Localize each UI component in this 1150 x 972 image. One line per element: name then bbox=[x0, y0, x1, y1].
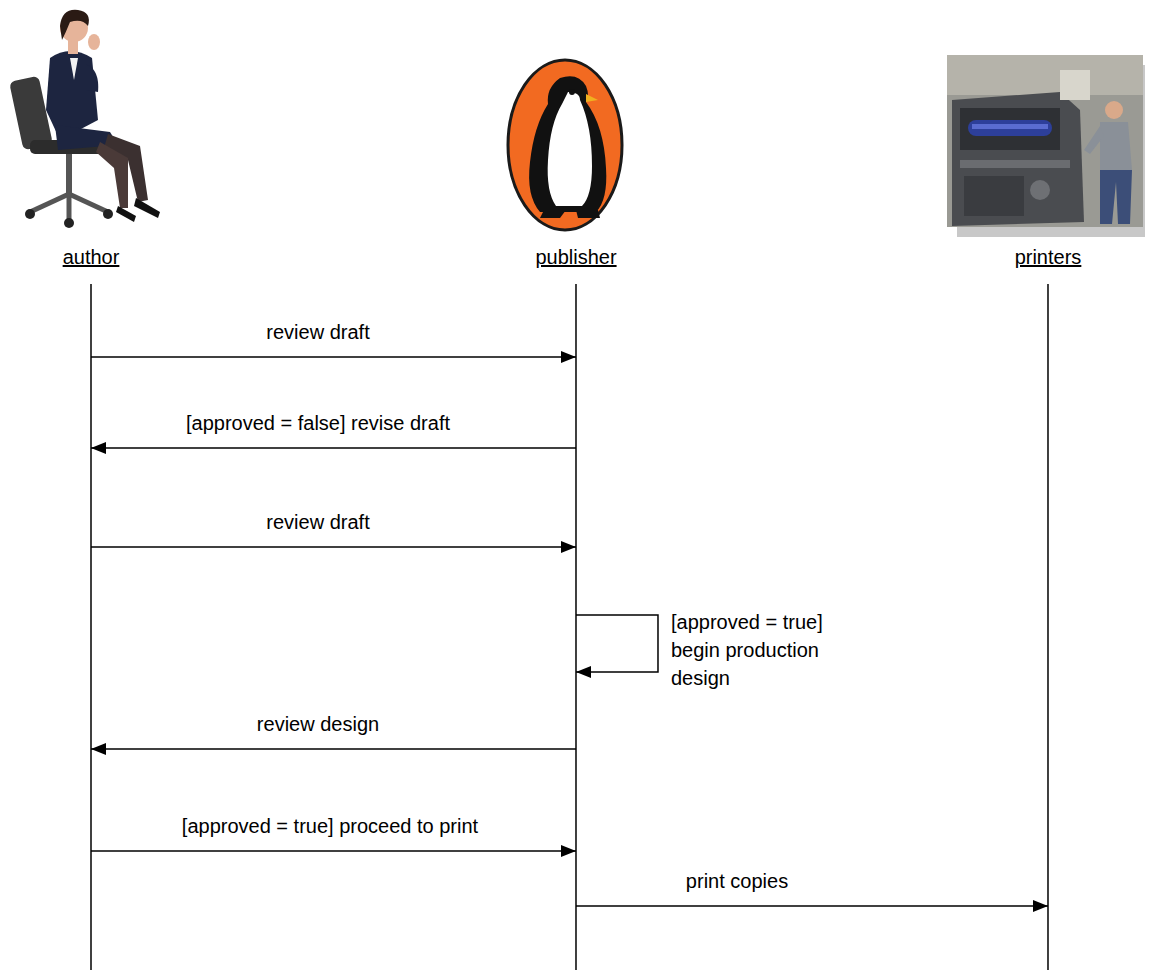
message-label: review design bbox=[254, 712, 382, 736]
message-label: review draft bbox=[263, 320, 372, 344]
participant-name: printers bbox=[1015, 245, 1082, 269]
message-label: [approved = true] begin production desig… bbox=[668, 608, 866, 692]
lifeline bbox=[1047, 284, 1049, 970]
self-message bbox=[576, 615, 658, 672]
message-label: print copies bbox=[683, 869, 791, 893]
message-arrow bbox=[91, 546, 576, 548]
message-arrow bbox=[91, 356, 576, 358]
participant-name: publisher bbox=[535, 245, 616, 269]
printing-press-photo bbox=[947, 55, 1145, 237]
lifeline bbox=[575, 284, 577, 970]
message-label: [approved = true] proceed to print bbox=[179, 814, 481, 838]
lifeline-head: publisher bbox=[531, 244, 620, 270]
message-arrow bbox=[91, 850, 576, 852]
lifeline bbox=[90, 284, 92, 970]
message-arrow bbox=[91, 748, 576, 750]
message-arrow bbox=[576, 905, 1048, 907]
message-label: [approved = false] revise draft bbox=[183, 411, 453, 435]
author-figure bbox=[9, 10, 160, 228]
message-label: review draft bbox=[263, 510, 372, 534]
lifeline-head: author bbox=[59, 244, 124, 270]
message-arrow bbox=[91, 447, 576, 449]
lifeline-head: printers bbox=[1011, 244, 1086, 270]
participant-name: author bbox=[63, 245, 120, 269]
penguin-logo bbox=[508, 60, 622, 230]
